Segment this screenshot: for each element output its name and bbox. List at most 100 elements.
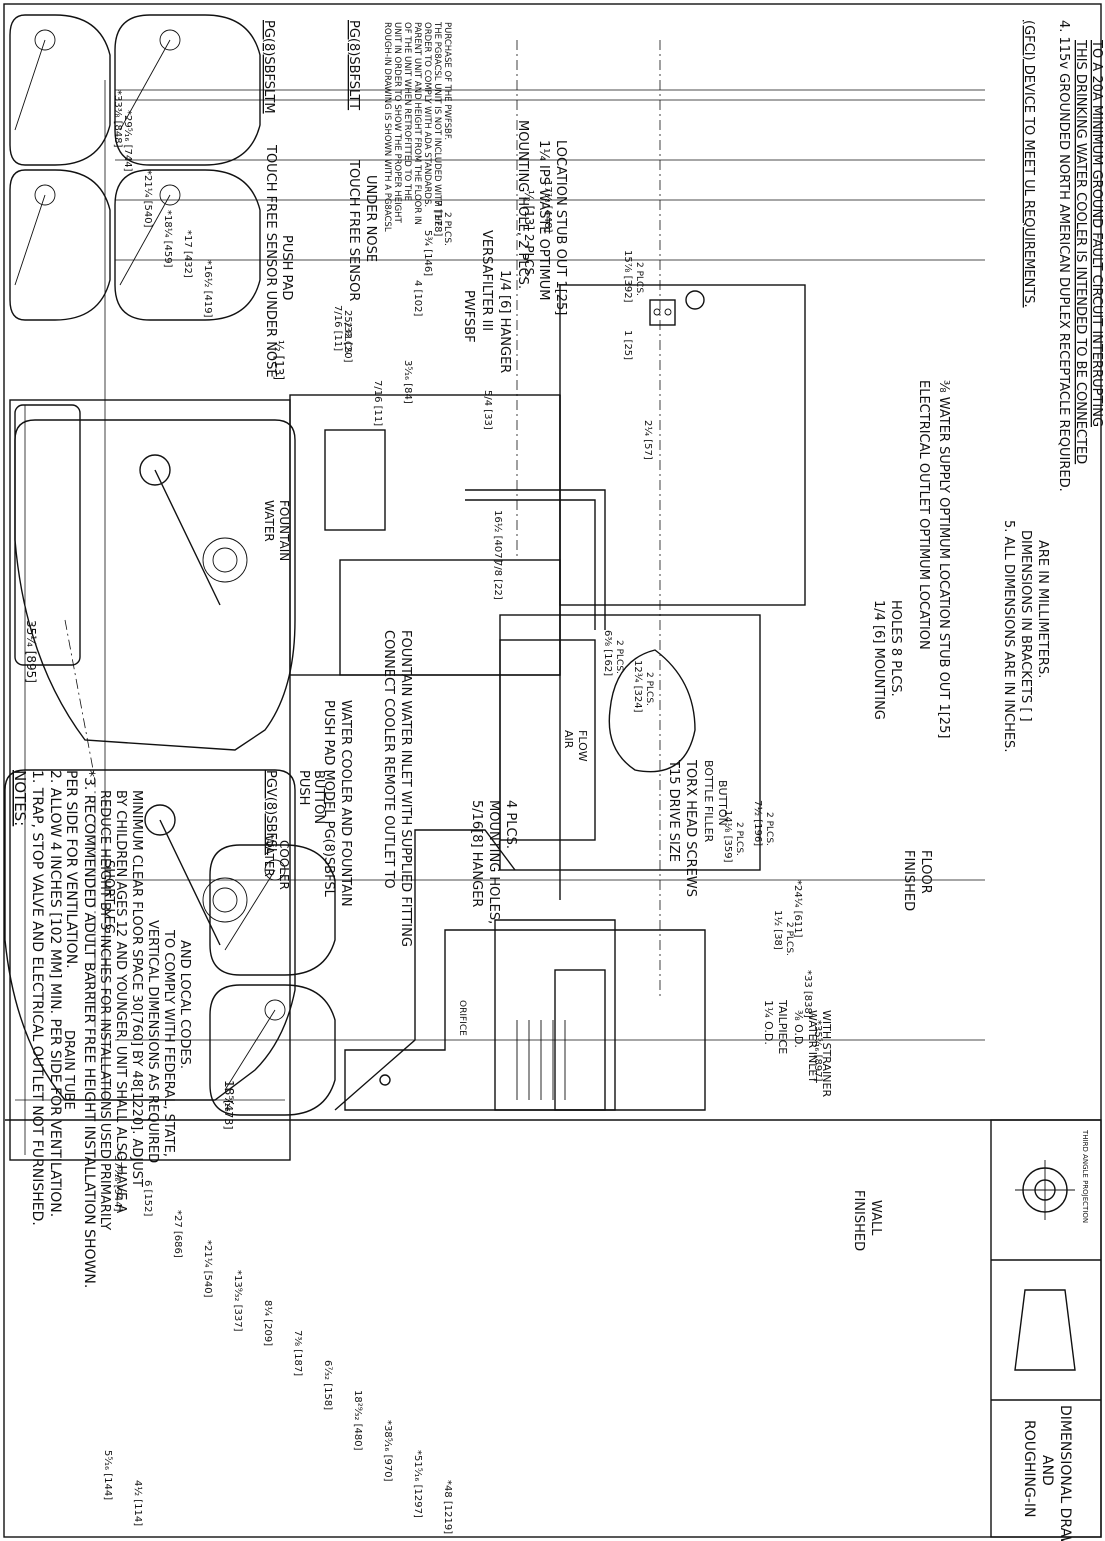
projection-frustum [1014,1289,1076,1371]
dim-337: *13⁹⁄₃₂ [337] [232,1270,243,1332]
dim-392b: 2 PLCS. [634,262,644,296]
dim-432: *17 [432] [182,230,193,278]
pgv-model-label: PGV(8)SBFSL [263,770,278,856]
inlet-1: ⅜ O.D. [792,1010,805,1048]
dim-38b: 2 PLCS. [784,922,794,956]
notes-block: NOTES: 1. TRAP, STOP VALVE AND ELECTRICA… [11,770,192,1288]
dim-419: *16½ [419] [202,260,214,318]
dim-38: 1½ [38] [772,910,784,950]
dim-187: 7⅜ [187] [292,1330,303,1376]
fountain-basin [14,419,296,751]
ips-2: LOCATION STUB OUT 1[25] [553,140,568,315]
half-inch-label: ½ [13] [272,340,286,380]
dim-209: 8¼ [209] [262,1300,274,1346]
wall-plate [559,284,806,606]
elec-label: ELECTRICAL OUTLET OPTIMUM LOCATION [916,380,931,650]
dim-540: *21¼ [540] [142,170,154,228]
front-view: PUSH PAD MODEL PG(8)SBFSL WATER COOLER A… [289,40,951,1036]
note5-3: ARE IN MILLIMETERS. [1035,540,1050,678]
title-3: DIMENSIONAL DRAWING [1057,1405,1073,1541]
note-1: 1. TRAP, STOP VALVE AND ELECTRICAL OUTLE… [29,770,45,1226]
note-3d: MINIMUM CLEAR FLOOR SPACE 30[760] BY 48[… [129,790,144,1187]
pwfsbf-2: VERSAFILTER III [479,230,494,331]
dim-102: 4 [102] [412,280,423,317]
cooler-basin [4,769,296,1101]
drain-tube-path [64,619,96,1040]
torx-1: T15 DRIVE SIZE [666,759,681,862]
drain-tube-label: DRAIN TUBE [61,1030,76,1110]
title-1: ROUGHING-IN [1021,1420,1037,1517]
dim-162: 6⅜ [162] [602,630,613,676]
pg8sbfslt-label: PG(8)SBFSLTT [346,20,361,110]
half-2plcs: ½ [13] 2 PLCS. [522,190,536,279]
hanger-1: 1/4 [6] HANGER [497,270,512,373]
rough-in-3: OF THE UNIT WHEN RETROFITTED TO THE [402,22,412,201]
dim-744: *29⁵⁄₁₆ [744] [122,110,133,172]
receptor-box [554,969,606,1111]
notes-heading: NOTES: [11,770,29,826]
bottle-1: BOTTLE FILLER [702,760,715,843]
dim-407: 16½ [407] [492,510,504,563]
compressor [608,649,696,773]
note-2: 2. ALLOW 4 INCHES [102 MM] MIN. PER SIDE… [47,770,63,1217]
mount8-1: 1/4 [6] MOUNTING [871,600,886,720]
title-block: THIRD ANGLE PROJECTION ROUGHING-IN AND D… [990,1119,1102,1541]
rough-in-4: PARENT UNIT AND HEIGHT FROM THE FLOOR IN [412,22,422,225]
bottom-notes: 4. 115v GROUNDED NORTH AMERICAN DUPLEX R… [1001,20,1104,752]
dim-22: 7/8 [22] [492,560,503,600]
finished-wall-1: FINISHED [851,1190,866,1251]
water-cooler-1: WATER [262,835,276,877]
side-dimension-texts: *37⁵⁄₁₆ [944] 6 [152] *27 [686] *21¼ [54… [102,1150,453,1534]
filter-box [324,429,386,531]
pgv-outline-2 [209,984,336,1116]
push-pad-label: PUSH PAD [279,235,294,300]
connect-1: CONNECT COOLER REMOTE OUTLET TO [381,630,396,889]
water-fountain-2: FOUNTAIN [277,500,291,561]
note4-1: 4. 115v GROUNDED NORTH AMERICAN DUPLEX R… [1056,20,1071,492]
dim-178b: 2 PLCS. [442,212,452,246]
pg8sbfsltm-desc: TOUCH FREE SENSOR UNDER NOSE [263,144,278,378]
inlet-2: WATER INLET [806,1010,819,1083]
bottle-2: BUTTON [716,780,729,826]
rough-in-6: THE PG8ACSL UNIT IS NOT INCLUDED WITH TH… [432,21,442,226]
dim-178: 7 [178] [432,200,443,237]
hanger-2: MOUNTING HOLE, 2 PLCS. [515,120,530,289]
short-leg-label: SHORT LEG [101,860,116,934]
dim-1297: *51⁵⁄₁₆ [1297] [412,1450,423,1518]
note4-4: (GFCI) DEVICE TO MEET UL REQUIREMENTS. [1021,20,1036,308]
top-view-frame [9,399,291,1161]
note4-2: THIS DRINKING WATER COOLER IS INTENDED T… [1073,39,1088,464]
pg8sbfsltm-label: PG(8)SBFSLTM [261,20,276,114]
note-3b: REDUCE HEIGHT BY 3 INCHES FOR INSTALLATI… [97,790,112,1230]
dim-146: 5¾ [146] [422,230,433,276]
connector-pipe-2 [465,499,596,630]
rough-in-1: ROUGH-IN DRAWING IS SHOWN WITH A PG8ACSL [382,22,392,232]
hanger8-2: MOUNTING HOLES, [486,800,501,924]
dim-540b: *21¼ [540] [202,1240,214,1298]
note-3g: AND LOCAL CODES. [177,940,192,1069]
pg8sbfslt-desc2: UNDER NOSE [363,175,378,262]
note-3f: TO COMPLY WITH FEDERAL, STATE, [161,929,176,1157]
dim-259: 14⅛ [359] [722,810,733,863]
sheet-border [3,3,1102,1538]
dim-686: *27 [686] [172,1210,183,1258]
mount8-2: HOLES 8 PLCS. [888,600,903,697]
dim-84: 3⁵⁄₁₆ [84] [402,360,413,404]
dim-144: 5⁵⁄₁₆ [144] [102,1450,113,1500]
note-3c: BY CHILDREN AGES 12 AND YOUNGER. UNIT SH… [113,790,128,1213]
pgv-outline-1 [209,844,336,976]
air-flow-2: FLOW [576,730,589,762]
dim-57: 2¼ [57] [642,420,654,460]
cooler-side-profile [344,929,706,1111]
sensor-outline-3 [9,14,111,166]
pg8sbfslt-desc1: TOUCH FREE SENSOR [346,159,361,301]
electrical-box [649,299,676,326]
sensor-outline-1 [114,14,261,166]
dim-11b: 7/16 [11] [332,305,343,351]
water-supply-label: ⅜ WATER SUPPLY OPTIMUM LOCATION STUB OUT… [936,380,951,738]
dim-848: *33⅜ [848] [112,90,123,148]
rough-in-note: ROUGH-IN DRAWING IS SHOWN WITH A PG8ACSL… [382,21,452,232]
rough-in-5: ORDER TO COMPLY WITH ADA STANDARDS. [422,22,432,207]
